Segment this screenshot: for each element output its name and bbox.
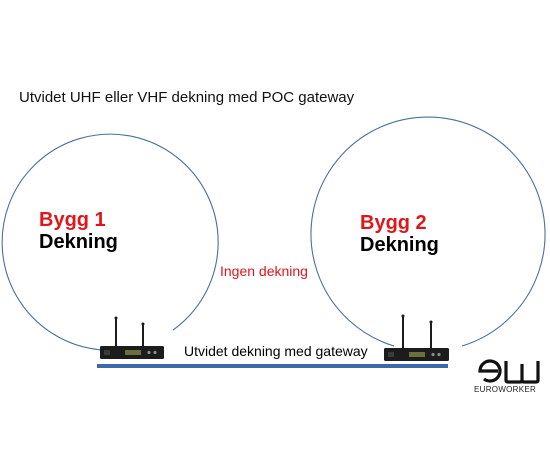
gateway-link-label: Utvidet dekning med gateway <box>184 343 368 359</box>
bygg-2-label: Bygg 2 Dekning <box>360 212 439 256</box>
bygg-2-name: Bygg 2 <box>360 212 427 234</box>
radio-base-station-icon <box>100 316 164 359</box>
bygg-1-coverage: Dekning <box>39 231 118 253</box>
radio-base-station-icon <box>384 314 449 361</box>
coverage-circle-bygg-1 <box>1 133 219 351</box>
bygg-2-coverage: Dekning <box>360 234 439 256</box>
no-coverage-label: Ingen dekning <box>220 263 308 279</box>
euroworker-brand-text: EUROWORKER <box>474 385 537 394</box>
bygg-1-name: Bygg 1 <box>39 209 106 231</box>
bygg-1-label: Bygg 1 Dekning <box>39 209 118 253</box>
diagram-title: Utvidet UHF eller VHF dekning med POC ga… <box>19 89 355 106</box>
euroworker-logo-icon <box>478 359 540 384</box>
coverage-circle-bygg-2 <box>310 116 546 347</box>
